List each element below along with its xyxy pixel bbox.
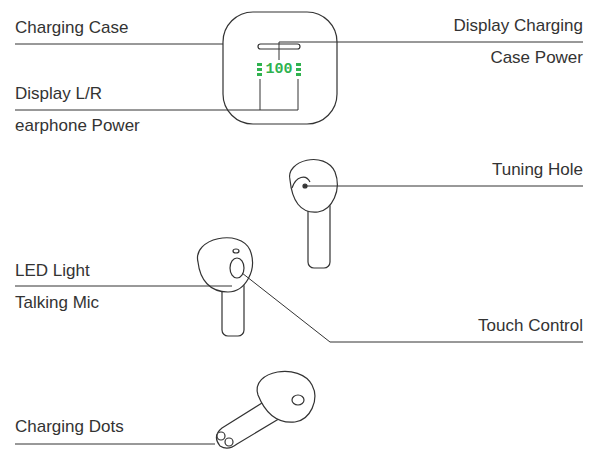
charging-case [223,12,337,124]
leader-lines [15,42,583,444]
touch-control [230,258,244,278]
earbud-tip [292,395,304,405]
part-label: Tuning Hole [492,155,583,185]
part-label: LED Light [15,256,90,286]
earbud-head [197,238,252,292]
part-label: Talking Mic [15,288,99,318]
part-label: Charging Dots [15,412,124,442]
charging-dot [225,438,233,446]
part-label: Touch Control [478,311,583,341]
earbud-head [257,371,315,422]
part-label: Display Charging Case Power [423,10,583,74]
charging-dot [217,432,225,440]
part-label: Display L/R earphone Power [15,78,155,142]
part-label: Charging Case [15,13,128,43]
led-light [233,249,239,253]
display-digits: 100 [264,62,294,78]
